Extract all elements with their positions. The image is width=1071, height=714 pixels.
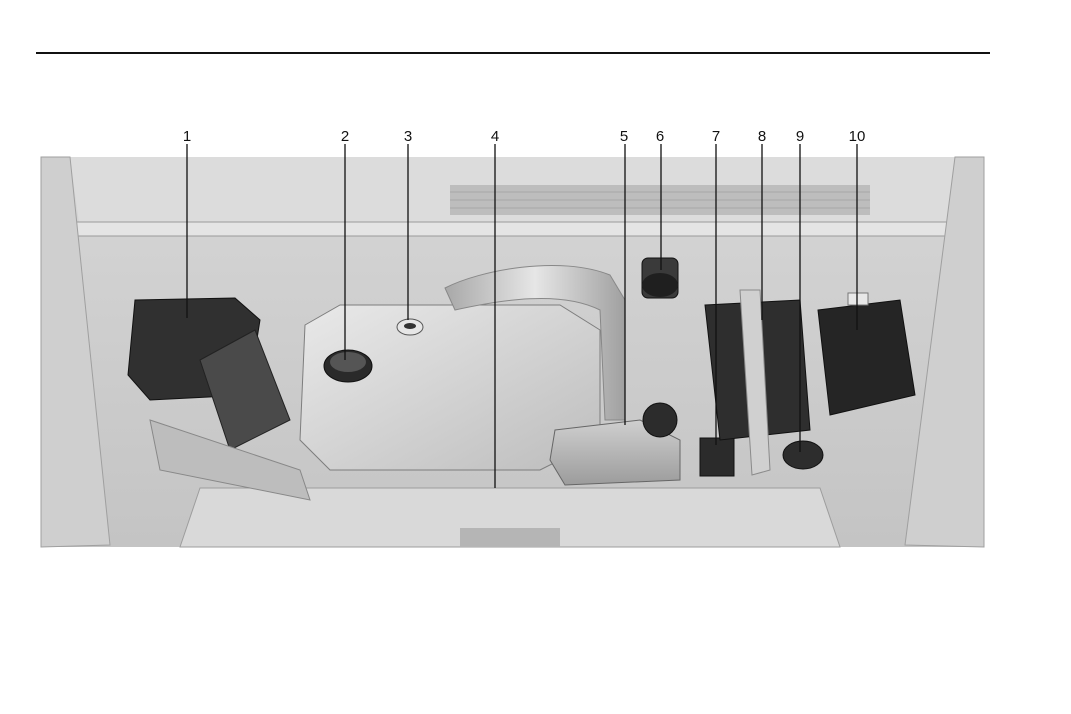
engine-oil-dipstick [397,319,423,335]
washer-fluid-cap [783,441,823,469]
relay-block [700,438,734,476]
callout-5: 5 [620,128,628,145]
callout-1: 1 [183,128,191,145]
callout-4: 4 [491,128,499,145]
brake-fluid-reservoir [642,258,678,298]
callout-7: 7 [712,128,720,145]
callout-6: 6 [656,128,664,145]
callout-10: 10 [849,128,866,145]
callout-9: 9 [796,128,804,145]
callout-2: 2 [341,128,349,145]
callout-3: 3 [404,128,412,145]
callout-labels: 1 2 3 4 5 6 7 8 9 10 [183,128,866,145]
fuse-block [818,293,915,415]
callout-8: 8 [758,128,766,145]
